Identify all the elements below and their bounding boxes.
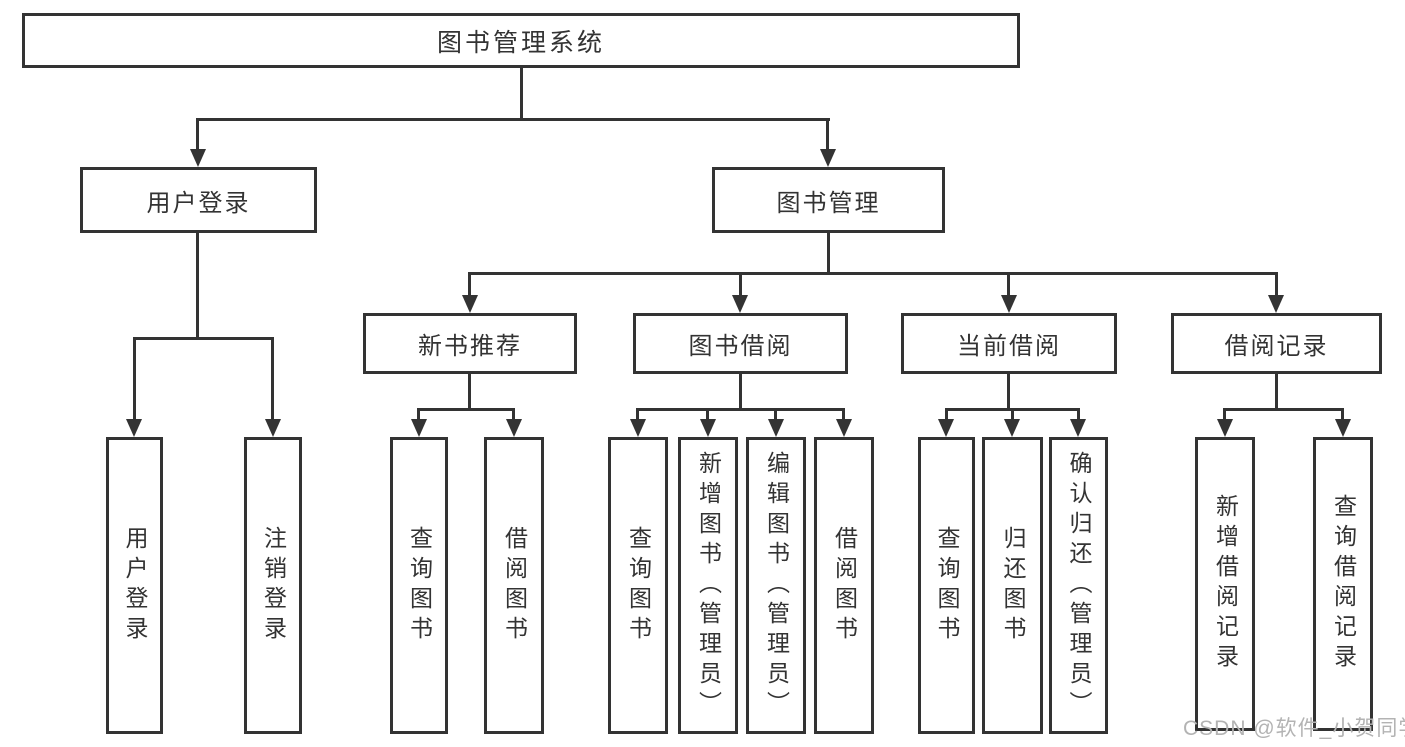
edge-root-rail (197, 118, 830, 121)
edge-to-query-borrow-record (1341, 408, 1344, 421)
edge-root-to-user-login-stem (196, 118, 199, 151)
leaf-borrow-books-2: 借阅图书 (814, 437, 874, 734)
edge-to-query-books-1 (417, 408, 420, 421)
edge-book-borrow-rail (636, 408, 845, 411)
arrow-down-icon (1070, 419, 1086, 437)
leaf-label: 编辑图书（管理员） (763, 450, 790, 721)
node-label: 图书管理系统 (436, 28, 605, 57)
edge-to-add-book (706, 408, 709, 421)
edge-borrow-records-stem (1275, 374, 1278, 408)
leaf-label: 确认归还（管理员） (1066, 450, 1092, 721)
node-label: 借阅记录 (1224, 333, 1329, 360)
edge-root-to-book-mgmt-stem (826, 118, 829, 151)
edge-current-borrow-stem (1007, 374, 1010, 408)
node-label: 用户登录 (146, 189, 251, 217)
node-label: 图书借阅 (688, 333, 793, 360)
leaf-query-books-1: 查询图书 (390, 437, 448, 734)
arrow-down-icon (1268, 295, 1284, 313)
arrow-down-icon (1004, 419, 1020, 437)
edge-root-stem (520, 68, 523, 118)
leaf-query-books-2: 查询图书 (608, 437, 668, 734)
leaf-edit-book-admin: 编辑图书（管理员） (746, 437, 806, 734)
edge-new-book-rail (417, 408, 515, 411)
arrow-down-icon (700, 419, 716, 437)
edge-to-edit-book (774, 408, 777, 421)
csdn-watermark: CSDN @软件_小贺同学 (1183, 717, 1405, 740)
edge-book-mgmt-rail (468, 272, 1278, 275)
edge-user-login-stem (196, 233, 199, 337)
node-book-management: 图书管理 (712, 167, 945, 233)
leaf-logout: 注销登录 (244, 437, 302, 734)
leaf-label: 查询图书 (625, 525, 652, 646)
leaf-label: 借阅图书 (501, 525, 528, 646)
edge-to-query-books-3 (945, 408, 948, 421)
node-current-borrow: 当前借阅 (901, 313, 1117, 374)
leaf-query-borrow-record: 查询借阅记录 (1313, 437, 1373, 731)
leaf-label: 查询图书 (934, 525, 960, 646)
arrow-down-icon (1001, 295, 1017, 313)
leaf-label: 查询图书 (406, 525, 433, 646)
arrow-down-icon (126, 419, 142, 437)
leaf-label: 用户登录 (122, 525, 148, 646)
arrow-down-icon (938, 419, 954, 437)
edge-to-new-book-recommend (468, 272, 471, 297)
arrow-down-icon (190, 149, 206, 167)
leaf-borrow-books-1: 借阅图书 (484, 437, 544, 734)
leaf-label: 新增图书（管理员） (695, 450, 722, 721)
arrow-down-icon (768, 419, 784, 437)
edge-borrow-records-rail (1223, 408, 1344, 411)
edge-to-query-books-2 (636, 408, 639, 421)
arrow-down-icon (411, 419, 427, 437)
arrow-down-icon (1217, 419, 1233, 437)
arrow-down-icon (732, 295, 748, 313)
arrow-down-icon (820, 149, 836, 167)
edge-to-current-borrow (1007, 272, 1010, 297)
node-label: 图书管理 (776, 189, 881, 217)
node-user-login: 用户登录 (80, 167, 317, 233)
arrow-down-icon (506, 419, 522, 437)
leaf-add-book-admin: 新增图书（管理员） (678, 437, 738, 734)
leaf-return-books: 归还图书 (982, 437, 1043, 734)
arrow-down-icon (630, 419, 646, 437)
arrow-down-icon (462, 295, 478, 313)
node-label: 新书推荐 (418, 333, 522, 360)
edge-to-leaf-user-login (133, 337, 136, 421)
edge-to-borrow-books-2 (842, 408, 845, 421)
edge-to-leaf-logout (271, 337, 274, 421)
edge-to-return-books (1011, 408, 1014, 421)
edge-to-borrow-records (1275, 272, 1278, 297)
edge-to-borrow-books-1 (512, 408, 515, 421)
arrow-down-icon (265, 419, 281, 437)
arrow-down-icon (836, 419, 852, 437)
leaf-label: 查询借阅记录 (1330, 494, 1357, 674)
leaf-label: 借阅图书 (831, 525, 858, 646)
leaf-query-books-3: 查询图书 (918, 437, 975, 734)
node-label: 当前借阅 (957, 333, 1061, 360)
node-new-book-recommend: 新书推荐 (363, 313, 577, 374)
leaf-add-borrow-record: 新增借阅记录 (1195, 437, 1255, 731)
leaf-label: 归还图书 (1000, 525, 1026, 646)
node-borrow-records: 借阅记录 (1171, 313, 1382, 374)
edge-to-confirm-return (1077, 408, 1080, 421)
edge-book-mgmt-stem (827, 233, 830, 272)
edge-book-borrow-stem (739, 374, 742, 408)
node-book-management-system: 图书管理系统 (22, 13, 1020, 68)
leaf-label: 注销登录 (260, 525, 287, 646)
edge-new-book-stem (468, 374, 471, 408)
edge-user-login-rail (133, 337, 274, 340)
leaf-user-login: 用户登录 (106, 437, 163, 734)
arrow-down-icon (1335, 419, 1351, 437)
leaf-label: 新增借阅记录 (1212, 494, 1239, 674)
leaf-confirm-return-admin: 确认归还（管理员） (1049, 437, 1108, 734)
node-book-borrow: 图书借阅 (633, 313, 848, 374)
edge-to-book-borrow (739, 272, 742, 297)
edge-to-add-borrow-record (1223, 408, 1226, 421)
